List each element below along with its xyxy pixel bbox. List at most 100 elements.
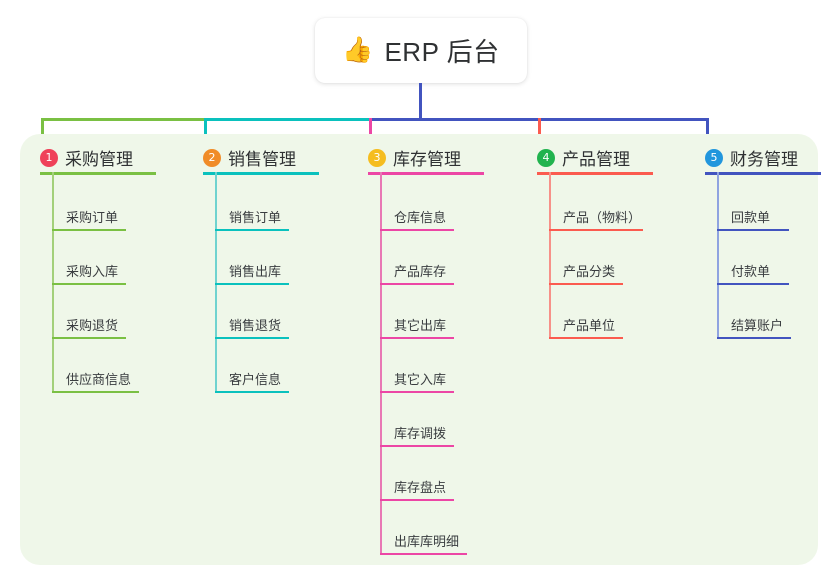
column-header-3[interactable]: 3 库存管理 (368, 145, 461, 170)
column-title: 财务管理 (730, 150, 798, 169)
leaf-node-rule (380, 337, 454, 339)
leaf-node[interactable]: 产品分类 (549, 245, 679, 285)
leaf-node[interactable]: 出库库明细 (380, 515, 510, 555)
leaf-node-label: 结算账户 (731, 318, 784, 333)
leaf-node-rule (215, 229, 289, 231)
leaf-node[interactable]: 采购退货 (52, 299, 182, 339)
leaf-node[interactable]: 采购入库 (52, 245, 182, 285)
leaf-node[interactable]: 库存调拨 (380, 407, 510, 447)
column-header-rule (705, 172, 821, 175)
leaf-node-rule (549, 283, 623, 285)
leaf-node[interactable]: 结算账户 (717, 299, 839, 339)
column-spine (52, 172, 54, 393)
leaf-node[interactable]: 产品库存 (380, 245, 510, 285)
leaf-node-rule (717, 337, 791, 339)
leaf-node-label: 销售出库 (229, 264, 282, 279)
leaf-node-rule (52, 229, 126, 231)
leaf-node-rule (380, 553, 467, 555)
column-header-4[interactable]: 4 产品管理 (537, 145, 630, 170)
column-number-badge: 1 (40, 148, 58, 167)
leaf-node[interactable]: 产品（物料） (549, 191, 679, 231)
column-title: 采购管理 (65, 150, 133, 169)
drop-sales (204, 118, 207, 140)
bus-segment-teal (204, 118, 372, 121)
leaf-node-rule (215, 391, 289, 393)
leaf-node-rule (549, 337, 623, 339)
column-header-rule (537, 172, 653, 175)
leaf-node-rule (52, 283, 126, 285)
leaf-node-rule (549, 229, 643, 231)
leaf-node[interactable]: 销售退货 (215, 299, 345, 339)
leaf-node[interactable]: 供应商信息 (52, 353, 182, 393)
root-node-card[interactable]: 👍 ERP 后台 (315, 18, 527, 83)
drop-inventory (369, 118, 372, 140)
bus-segment-green (41, 118, 207, 121)
drop-finance (706, 118, 709, 140)
column-header-rule (368, 172, 484, 175)
leaf-node-label: 产品分类 (563, 264, 616, 279)
leaf-node[interactable]: 销售订单 (215, 191, 345, 231)
leaf-node[interactable]: 付款单 (717, 245, 839, 285)
leaf-node-rule (215, 337, 289, 339)
leaf-node[interactable]: 产品单位 (549, 299, 679, 339)
leaf-node-label: 其它出库 (394, 318, 447, 333)
leaf-node-label: 采购入库 (66, 264, 119, 279)
leaf-node-rule (380, 499, 454, 501)
leaf-node-label: 产品（物料） (563, 210, 642, 225)
column-number-badge: 2 (203, 148, 221, 167)
leaf-node[interactable]: 仓库信息 (380, 191, 510, 231)
column-header-rule (203, 172, 319, 175)
column-spine (549, 172, 551, 339)
column-header-5[interactable]: 5 财务管理 (705, 145, 798, 170)
leaf-node-rule (380, 283, 454, 285)
root-connector-drop (419, 83, 422, 121)
column-number-badge: 4 (537, 148, 555, 167)
leaf-node[interactable]: 库存盘点 (380, 461, 510, 501)
leaf-node-rule (717, 283, 789, 285)
leaf-node-label: 库存调拨 (394, 426, 447, 441)
leaf-node-label: 库存盘点 (394, 480, 447, 495)
leaf-node-label: 采购退货 (66, 318, 119, 333)
leaf-node[interactable]: 回款单 (717, 191, 839, 231)
leaf-node[interactable]: 销售出库 (215, 245, 345, 285)
leaf-node-rule (380, 391, 454, 393)
leaf-node-label: 销售订单 (229, 210, 282, 225)
leaf-node[interactable]: 客户信息 (215, 353, 345, 393)
leaf-node-rule (215, 283, 289, 285)
leaf-node-rule (717, 229, 789, 231)
column-spine (215, 172, 217, 393)
root-node-title: ERP 后台 (384, 37, 500, 67)
leaf-node-label: 供应商信息 (66, 372, 132, 387)
leaf-node-label: 采购订单 (66, 210, 119, 225)
column-spine (380, 172, 382, 555)
drop-purchasing (41, 118, 44, 140)
root-node-content: 👍 ERP 后台 (342, 32, 499, 69)
column-title: 库存管理 (393, 150, 461, 169)
leaf-node-rule (52, 337, 126, 339)
leaf-node-label: 仓库信息 (394, 210, 447, 225)
column-title: 产品管理 (562, 150, 630, 169)
column-header-1[interactable]: 1 采购管理 (40, 145, 133, 170)
leaf-node-rule (52, 391, 139, 393)
column-spine (717, 172, 719, 339)
leaf-node-label: 客户信息 (229, 372, 282, 387)
column-header-rule (40, 172, 156, 175)
leaf-node-label: 销售退货 (229, 318, 282, 333)
leaf-node[interactable]: 其它出库 (380, 299, 510, 339)
leaf-node-rule (380, 445, 454, 447)
column-title: 销售管理 (228, 150, 296, 169)
leaf-node-label: 其它入库 (394, 372, 447, 387)
column-number-badge: 5 (705, 148, 723, 167)
column-number-badge: 3 (368, 148, 386, 167)
leaf-node-rule (380, 229, 454, 231)
thumbs-up-icon: 👍 (342, 36, 374, 64)
column-header-2[interactable]: 2 销售管理 (203, 145, 296, 170)
diagram-panel: 1 采购管理采购订单采购入库采购退货供应商信息 2 销售管理销售订单销售出库销售退货客… (20, 134, 821, 565)
leaf-node-label: 出库库明细 (394, 534, 460, 549)
leaf-node-label: 产品单位 (563, 318, 616, 333)
drop-product (538, 118, 541, 140)
leaf-node-label: 回款单 (731, 210, 771, 225)
leaf-node[interactable]: 其它入库 (380, 353, 510, 393)
leaf-node-label: 产品库存 (394, 264, 447, 279)
leaf-node[interactable]: 采购订单 (52, 191, 182, 231)
